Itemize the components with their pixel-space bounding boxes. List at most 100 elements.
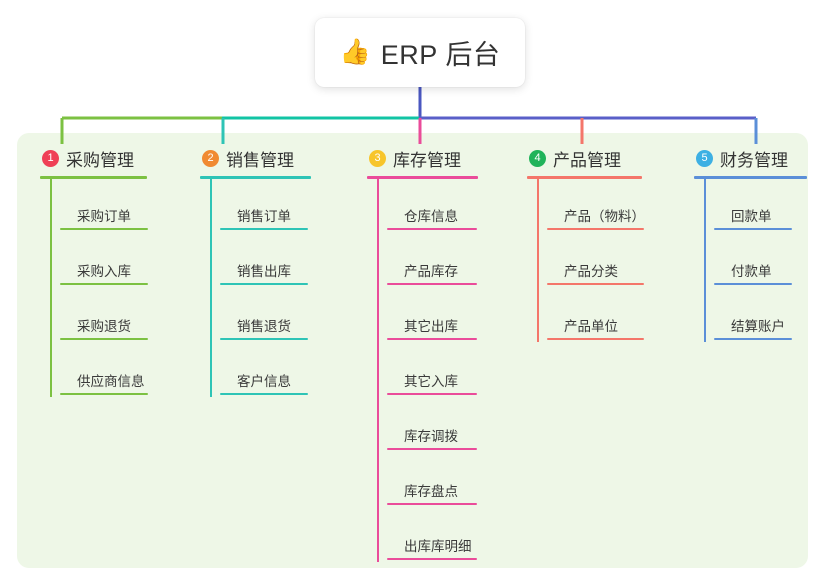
leaf-underline [714, 283, 792, 285]
leaf-node[interactable]: 客户信息 [210, 344, 350, 399]
branch-underline-2 [200, 176, 311, 179]
leaf-node[interactable]: 销售退货 [210, 289, 350, 344]
leaf-label: 出库库明细 [404, 539, 472, 554]
branch-underline-4 [527, 176, 642, 179]
branch-column-2: 2 销售管理销售订单销售出库销售退货客户信息 [200, 146, 350, 399]
leaf-underline [547, 228, 644, 230]
branch-header-3[interactable]: 3 库存管理 [367, 146, 519, 170]
leaf-underline [387, 228, 477, 230]
leaf-label: 其它入库 [404, 374, 458, 389]
leaf-node[interactable]: 产品单位 [537, 289, 679, 344]
leaf-node[interactable]: 产品（物料） [537, 179, 679, 234]
leaf-label: 采购退货 [77, 319, 131, 334]
leaf-list-1: 采购订单采购入库采购退货供应商信息 [40, 179, 190, 399]
root-title: ERP 后台 [380, 40, 501, 70]
leaf-label: 库存调拨 [404, 429, 458, 444]
branch-underline-5 [694, 176, 807, 179]
leaf-underline [387, 338, 477, 340]
leaf-label: 库存盘点 [404, 484, 458, 499]
branch-column-4: 4 产品管理产品（物料） 产品分类产品单位 [527, 146, 679, 344]
leaf-label: 其它出库 [404, 319, 458, 334]
leaf-node[interactable]: 产品库存 [377, 234, 519, 289]
branch-badge-4: 4 [529, 149, 546, 167]
leaf-underline [60, 283, 148, 285]
leaf-underline [387, 558, 477, 560]
branch-spine-4 [537, 179, 539, 342]
leaf-underline [387, 393, 477, 395]
leaf-node[interactable]: 结算账户 [704, 289, 834, 344]
leaf-list-4: 产品（物料） 产品分类产品单位 [527, 179, 679, 344]
leaf-node[interactable]: 库存调拨 [377, 399, 519, 454]
leaf-list-3: 仓库信息产品库存其它出库其它入库库存调拨库存盘点出库库明细 [367, 179, 519, 564]
leaf-underline [220, 393, 308, 395]
leaf-node[interactable]: 产品分类 [537, 234, 679, 289]
branch-underline-3 [367, 176, 478, 179]
leaf-underline [220, 283, 308, 285]
branch-spine-5 [704, 179, 706, 342]
branch-underline-1 [40, 176, 147, 179]
leaf-label: 仓库信息 [404, 209, 458, 224]
leaf-node[interactable]: 其它出库 [377, 289, 519, 344]
leaf-label: 销售退货 [237, 319, 291, 334]
leaf-node[interactable]: 其它入库 [377, 344, 519, 399]
branch-header-2[interactable]: 2 销售管理 [200, 146, 350, 170]
leaf-label: 产品单位 [564, 319, 618, 334]
leaf-underline [220, 338, 308, 340]
leaf-underline [547, 283, 644, 285]
leaf-node[interactable]: 采购入库 [50, 234, 190, 289]
leaf-label: 付款单 [731, 264, 772, 279]
branch-spine-1 [50, 179, 52, 397]
leaf-list-5: 回款单付款单结算账户 [694, 179, 834, 344]
branch-header-5[interactable]: 5 财务管理 [694, 146, 834, 170]
branch-column-3: 3 库存管理仓库信息产品库存其它出库其它入库库存调拨库存盘点出库库明细 [367, 146, 519, 564]
leaf-label: 产品分类 [564, 264, 618, 279]
branch-title-1: 采购管理 [66, 150, 134, 170]
leaf-underline [220, 228, 308, 230]
leaf-underline [60, 338, 148, 340]
root-node[interactable]: 👍 ERP 后台 [315, 18, 525, 87]
leaf-node[interactable]: 仓库信息 [377, 179, 519, 234]
branch-title-2: 销售管理 [226, 150, 294, 170]
leaf-list-2: 销售订单销售出库销售退货客户信息 [200, 179, 350, 399]
leaf-label: 回款单 [731, 209, 772, 224]
branch-badge-3: 3 [369, 149, 386, 167]
leaf-node[interactable]: 销售订单 [210, 179, 350, 234]
branch-title-5: 财务管理 [720, 150, 788, 170]
leaf-node[interactable]: 销售出库 [210, 234, 350, 289]
branch-header-4[interactable]: 4 产品管理 [527, 146, 679, 170]
leaf-underline [714, 338, 792, 340]
leaf-node[interactable]: 库存盘点 [377, 454, 519, 509]
branch-column-5: 5 财务管理回款单付款单结算账户 [694, 146, 834, 344]
branch-badge-1: 1 [42, 149, 59, 167]
leaf-node[interactable]: 采购订单 [50, 179, 190, 234]
branch-spine-2 [210, 179, 212, 397]
thumbs-up-icon: 👍 [339, 38, 371, 66]
leaf-node[interactable]: 采购退货 [50, 289, 190, 344]
leaf-label: 采购入库 [77, 264, 131, 279]
branch-spine-3 [377, 179, 379, 562]
branch-column-1: 1 采购管理采购订单采购入库采购退货供应商信息 [40, 146, 190, 399]
branch-header-1[interactable]: 1 采购管理 [40, 146, 190, 170]
leaf-label: 采购订单 [77, 209, 131, 224]
branch-title-3: 库存管理 [393, 150, 461, 170]
leaf-label: 客户信息 [237, 374, 291, 389]
diagram-background-panel [17, 133, 808, 568]
leaf-label: 供应商信息 [77, 374, 145, 389]
leaf-label: 结算账户 [731, 319, 785, 334]
branch-badge-2: 2 [202, 149, 219, 167]
leaf-node[interactable]: 供应商信息 [50, 344, 190, 399]
branch-title-4: 产品管理 [553, 150, 621, 170]
leaf-underline [387, 448, 477, 450]
leaf-label: 销售订单 [237, 209, 291, 224]
leaf-node[interactable]: 付款单 [704, 234, 834, 289]
leaf-underline [387, 283, 477, 285]
leaf-label: 产品库存 [404, 264, 458, 279]
leaf-underline [60, 393, 148, 395]
leaf-underline [60, 228, 148, 230]
leaf-underline [714, 228, 792, 230]
leaf-node[interactable]: 回款单 [704, 179, 834, 234]
leaf-node[interactable]: 出库库明细 [377, 509, 519, 564]
branch-badge-5: 5 [696, 149, 713, 167]
leaf-underline [387, 503, 477, 505]
